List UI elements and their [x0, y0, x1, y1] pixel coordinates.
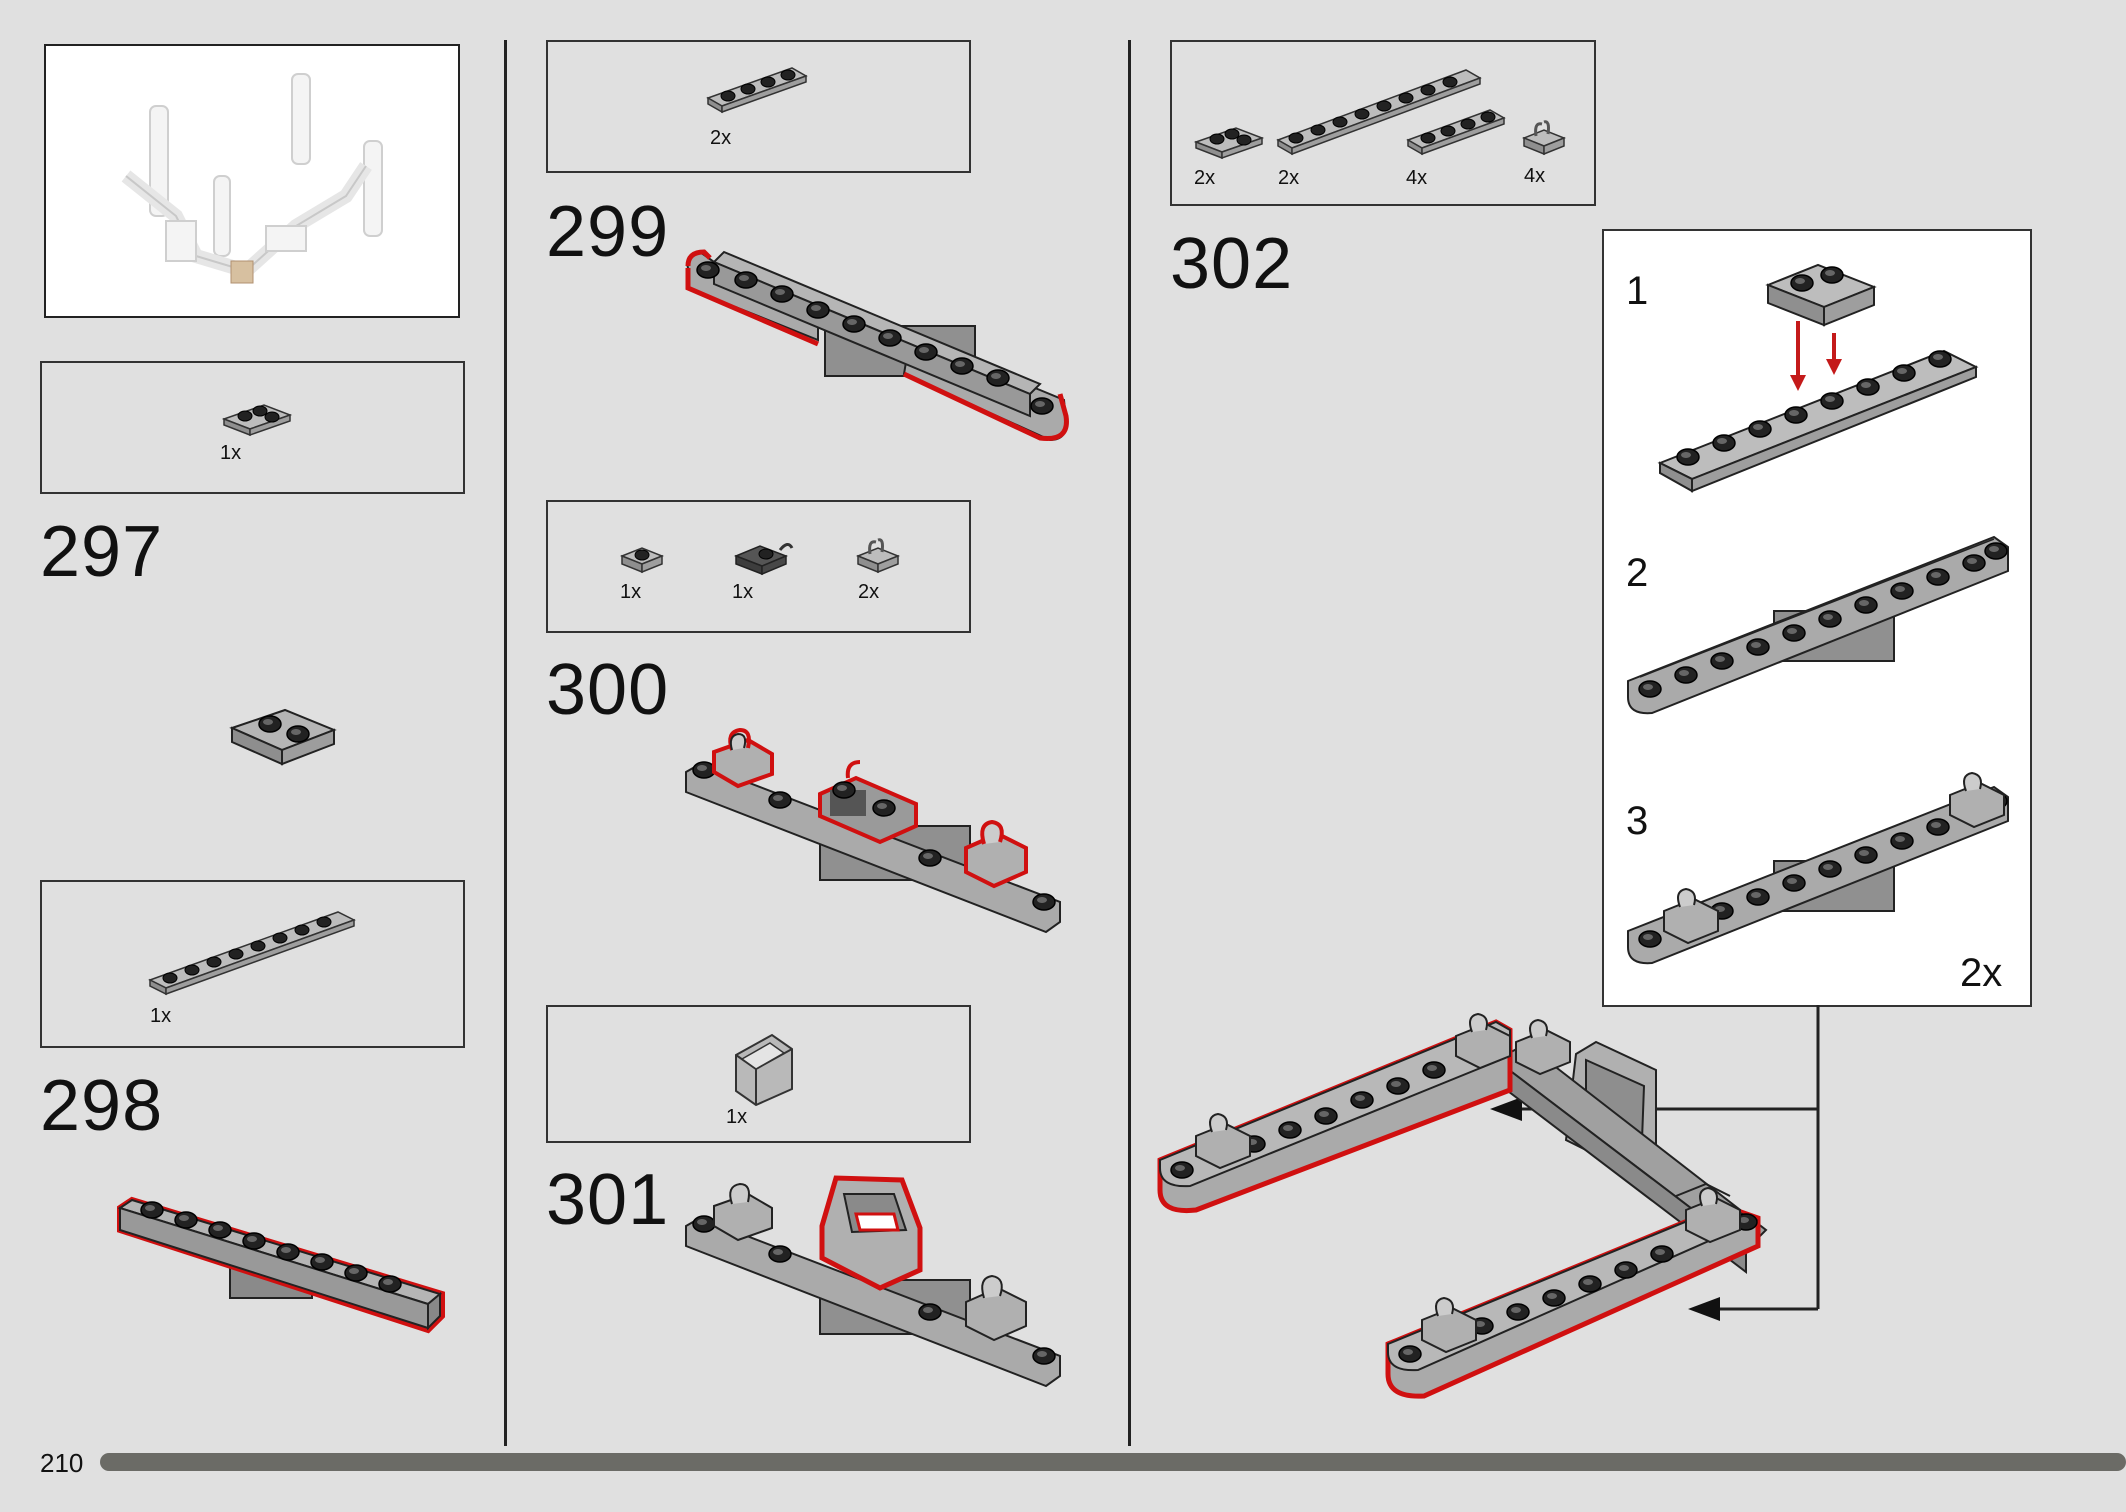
step-300-parts-box: 1x 1x 2x: [546, 500, 971, 633]
step-300-assembly: [685, 727, 1061, 934]
step-299-parts-box: 2x: [546, 40, 971, 173]
step-302-part-qty-4: 4x: [1524, 165, 1546, 187]
step-298-parts-box: 1x: [40, 880, 465, 1048]
step-299-part-qty: 2x: [710, 127, 732, 149]
step-301-part-qty: 1x: [726, 1106, 748, 1128]
plate-1x2-icon: [221, 404, 293, 437]
step-297-assembly: [229, 708, 337, 766]
plate-1x2-icon: [1193, 127, 1265, 160]
step-300-number: 300: [546, 650, 670, 730]
step-300-part-qty-1: 1x: [620, 581, 642, 603]
step-297-part-qty: 1x: [220, 442, 242, 464]
step-297-parts-box: 1x: [40, 361, 465, 494]
step-301-assembly: [685, 1175, 1061, 1388]
substep-3-number: 3: [1626, 799, 1649, 843]
step-302-part-qty-2: 2x: [1278, 167, 1300, 189]
column-divider-right: [1128, 40, 1131, 1446]
plate-clip-icon: [1521, 120, 1567, 156]
step-302-part-qty-3: 4x: [1406, 167, 1428, 189]
column-divider-left: [504, 40, 507, 1446]
plate-1x8-icon: [148, 911, 356, 996]
substep-2-number: 2: [1626, 551, 1649, 595]
plate-clip-icon: [855, 538, 901, 574]
step-302-part-qty-1: 2x: [1194, 167, 1216, 189]
model-preview-drawing: [121, 73, 383, 284]
subassembly-callout: 1 2 3 2x: [1602, 229, 2032, 1007]
subassembly-multiplier: 2x: [1960, 951, 2003, 995]
step-302-number: 302: [1170, 224, 1294, 304]
progress-bar: [100, 1453, 2126, 1471]
plate-1x4-icon: [1406, 109, 1506, 156]
model-preview: [44, 44, 460, 318]
plate-1x4-icon: [706, 67, 808, 114]
step-300-part-qty-2: 1x: [732, 581, 754, 603]
step-299-assembly: [685, 249, 1069, 442]
plate-1x1-icon: [619, 547, 665, 574]
step-302-assembly: [1157, 1012, 1768, 1399]
substep-3-drawing: [1627, 771, 2009, 965]
plate-1x8-icon: [1276, 69, 1482, 156]
substep-1-number: 1: [1626, 269, 1649, 313]
step-302-parts-box: 2x 2x 4x 4x: [1170, 40, 1596, 206]
step-299-number: 299: [546, 192, 670, 272]
step-301-parts-box: 1x: [546, 1005, 971, 1143]
page-number: 210: [40, 1448, 84, 1478]
step-300-part-qty-3: 2x: [858, 581, 880, 603]
step-298-number: 298: [40, 1066, 164, 1146]
plate-clip-dark-icon: [733, 543, 794, 576]
step-298-part-qty: 1x: [150, 1005, 172, 1027]
step-297-number: 297: [40, 512, 164, 592]
slope-handle-icon: [735, 1033, 793, 1107]
step-298-assembly: [117, 1196, 445, 1334]
substep-2-drawing: [1627, 535, 2009, 715]
step-301-number: 301: [546, 1160, 670, 1240]
substep-1-drawing: [1657, 263, 1979, 493]
